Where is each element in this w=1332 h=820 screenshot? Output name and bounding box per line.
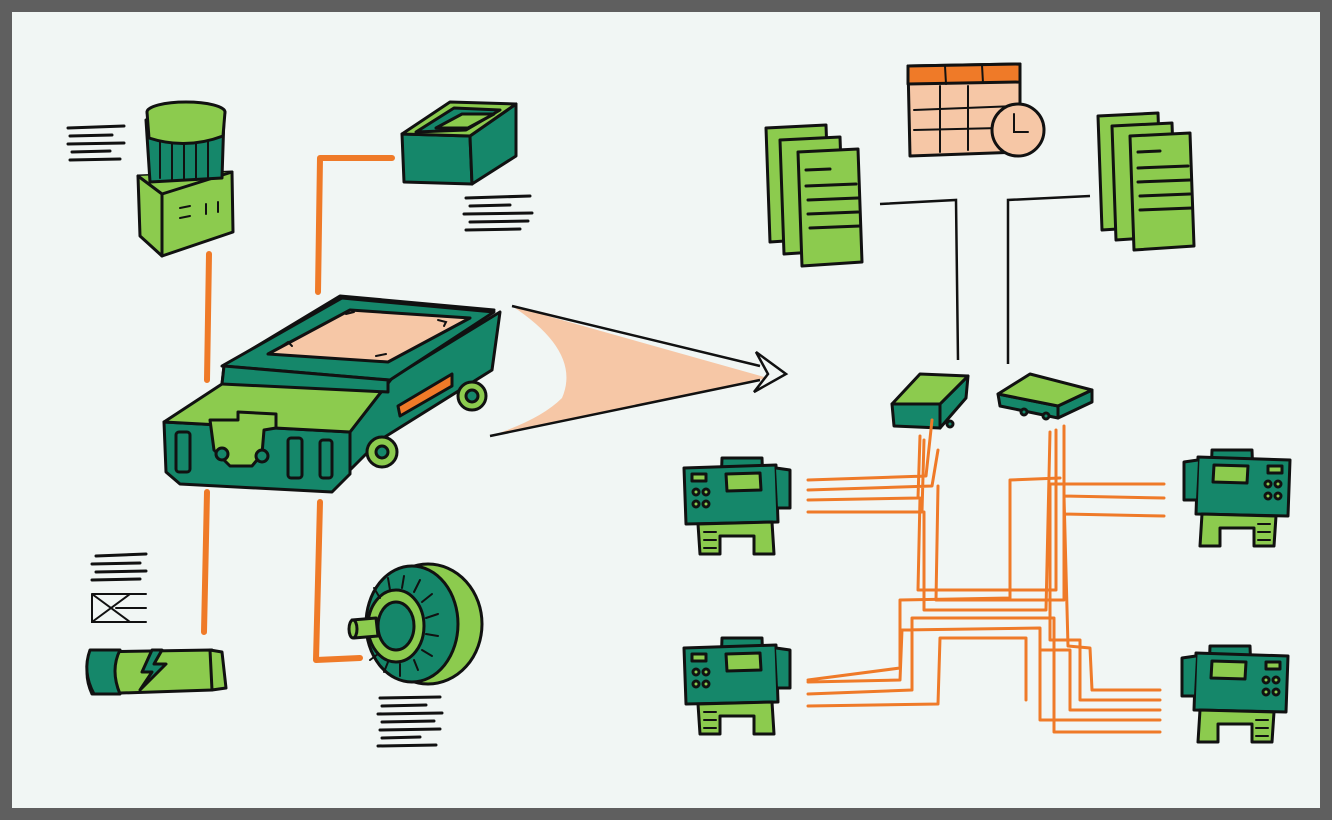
machine-station-bottom-right-icon xyxy=(1180,644,1290,744)
storage-bin-icon xyxy=(400,100,518,186)
agv-vehicle-icon xyxy=(162,294,502,494)
lidar-sensor-icon xyxy=(136,100,235,258)
sensor-connector xyxy=(204,251,212,383)
network-hub-right-icon xyxy=(996,372,1094,421)
motor-connector xyxy=(313,499,363,663)
sensor-caption-lines xyxy=(66,124,126,162)
machine-station-top-right-icon xyxy=(1182,448,1292,548)
battery-caption-lines xyxy=(90,552,148,623)
calendar-clock-icon xyxy=(906,62,1046,158)
machine-station-top-left-icon xyxy=(682,456,792,556)
machine-station-bottom-left-icon xyxy=(682,636,792,736)
network-cables xyxy=(806,418,1166,734)
left-doc-to-hub-line xyxy=(879,198,960,361)
process-arrow xyxy=(489,304,789,438)
motor-caption-lines xyxy=(376,695,444,748)
battery-icon xyxy=(85,648,228,696)
electric-motor-icon xyxy=(347,562,484,686)
network-hub-left-icon xyxy=(890,372,970,430)
battery-connector xyxy=(201,489,210,635)
right-doc-to-hub-line xyxy=(1006,194,1091,364)
bin-caption-lines xyxy=(462,194,534,232)
order-documents-left-icon xyxy=(764,123,864,268)
order-documents-right-icon xyxy=(1096,111,1196,252)
bin-connector xyxy=(315,155,395,295)
